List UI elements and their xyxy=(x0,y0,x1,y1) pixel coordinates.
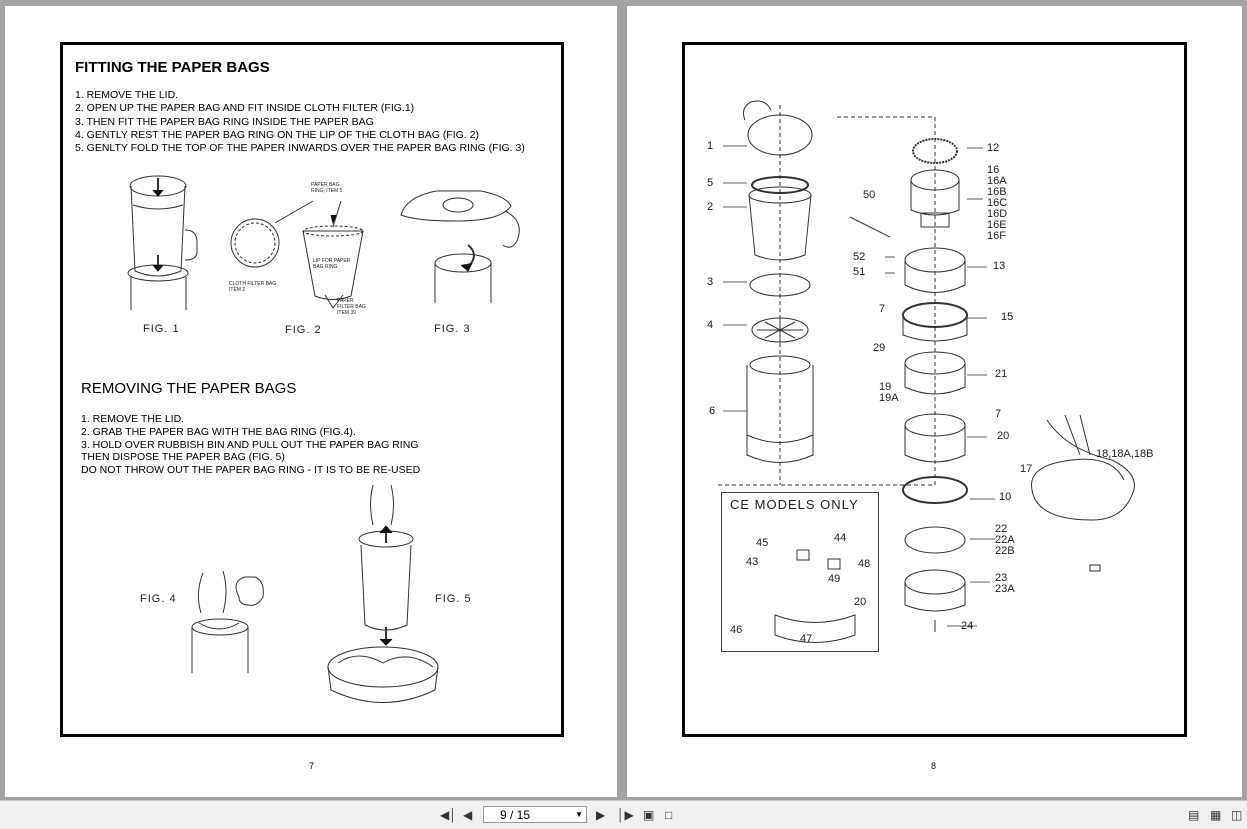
part-20: 20 xyxy=(997,430,1010,442)
fig5-label: FIG. 5 xyxy=(435,593,472,605)
viewer-toolbar: ◀│ ◀ 9 / 15 ▼ ▶ │▶ ▣ □ ▤ ▦ ◫ xyxy=(0,800,1247,829)
fig2-callout-cloth: CLOTH FILTER BAG ITEM 2 xyxy=(229,281,277,293)
fig1-drawing xyxy=(127,175,198,310)
part-18: 18,18A,18B xyxy=(1096,448,1154,460)
fig2-callout-lip: LIP FOR PAPER BAG RING xyxy=(313,258,351,270)
part-17: 17 xyxy=(1020,463,1033,475)
fitting-step: 3. THEN FIT THE PAPER BAG RING INSIDE TH… xyxy=(75,115,374,128)
chevron-down-icon[interactable]: ▼ xyxy=(575,810,583,819)
part-48: 48 xyxy=(858,558,871,570)
part-10: 10 xyxy=(999,491,1012,503)
removing-step: 3. HOLD OVER RUBBISH BIN AND PULL OUT TH… xyxy=(81,439,419,451)
two-page-view-icon[interactable]: ◫ xyxy=(1231,808,1243,822)
part-13: 13 xyxy=(993,260,1006,272)
part-5: 5 xyxy=(707,177,714,189)
part-1: 1 xyxy=(707,140,714,152)
page-7: FITTING THE PAPER BAGS 1. REMOVE THE LID… xyxy=(5,6,617,797)
part-7b: 7 xyxy=(995,408,1002,420)
fig2-drawing xyxy=(230,200,364,309)
page-number-8: 8 xyxy=(931,761,937,771)
part-49: 49 xyxy=(828,573,841,585)
part-44: 44 xyxy=(834,532,847,544)
part-3: 3 xyxy=(707,276,714,288)
fitting-step: 1. REMOVE THE LID. xyxy=(75,89,179,101)
fit-width-icon[interactable]: □ xyxy=(665,808,673,822)
part-22: 22 22A 22B xyxy=(995,523,1015,557)
fitting-steps: 1. REMOVE THE LID. 2. OPEN UP THE PAPER … xyxy=(75,89,525,155)
part-16: 16 16A 16B 16C 16D 16E 16F xyxy=(987,164,1008,242)
part-51: 51 xyxy=(853,266,866,278)
part-19: 19 19A xyxy=(879,381,899,404)
removing-step: 2. GRAB THE PAPER BAG WITH THE BAG RING … xyxy=(81,426,356,438)
part-4: 4 xyxy=(707,319,714,331)
fig1-label: FIG. 1 xyxy=(143,323,180,335)
removing-title: REMOVING THE PAPER BAGS xyxy=(81,380,297,397)
part-43: 43 xyxy=(746,556,759,568)
continuous-view-icon[interactable]: ▦ xyxy=(1210,808,1222,822)
next-page-icon[interactable]: ▶ xyxy=(596,808,606,822)
fig3-label: FIG. 3 xyxy=(434,323,471,335)
part-47: 47 xyxy=(800,633,813,645)
fig4-label: FIG. 4 xyxy=(140,593,177,605)
part-46: 46 xyxy=(730,624,743,636)
part-20b: 20 xyxy=(854,596,867,608)
page-selector[interactable]: 9 / 15 ▼ xyxy=(483,806,587,823)
single-page-view-icon[interactable]: ▤ xyxy=(1188,808,1200,822)
fig2-callout-paper: PAPER FILTER BAG ITEM 39 xyxy=(337,298,366,316)
part-50: 50 xyxy=(863,189,876,201)
first-page-icon[interactable]: ◀│ xyxy=(440,808,457,822)
ce-models-title: CE MODELS ONLY xyxy=(730,497,859,512)
part-24: 24 xyxy=(961,620,974,632)
removing-note-1: THEN DISPOSE THE PAPER BAG (FIG. 5) xyxy=(81,451,285,463)
fig3-drawing xyxy=(400,190,520,303)
document-viewer[interactable]: FITTING THE PAPER BAGS 1. REMOVE THE LID… xyxy=(0,0,1247,800)
part-12: 12 xyxy=(987,142,1000,154)
page-7-frame: FITTING THE PAPER BAGS 1. REMOVE THE LID… xyxy=(60,42,564,737)
fig2-callout-ring: PAPER BAG RING, ITEM 5 xyxy=(311,182,343,194)
last-page-icon[interactable]: │▶ xyxy=(617,808,634,822)
part-29: 29 xyxy=(873,342,886,354)
fig4-drawing xyxy=(191,570,264,673)
part-21: 21 xyxy=(995,368,1008,380)
part-52: 52 xyxy=(853,251,866,263)
part-45: 45 xyxy=(756,537,769,549)
part-2: 2 xyxy=(707,201,714,213)
page-number-7: 7 xyxy=(309,761,315,771)
fitting-step: 4. GENTLY REST THE PAPER BAG RING ON THE… xyxy=(75,128,479,141)
part-7a: 7 xyxy=(879,303,886,315)
removing-note-2: DO NOT THROW OUT THE PAPER BAG RING - IT… xyxy=(81,464,421,476)
part-23: 23 23A xyxy=(995,572,1015,595)
fitting-title: FITTING THE PAPER BAGS xyxy=(75,59,270,76)
page-indicator: 9 / 15 xyxy=(500,808,531,822)
removing-steps: 1. REMOVE THE LID. 2. GRAB THE PAPER BAG… xyxy=(81,413,418,452)
part-6: 6 xyxy=(709,405,716,417)
page-8-frame: 1 5 2 3 4 6 50 52 51 7 29 19 19A 12 16 1… xyxy=(682,42,1187,737)
fig5-drawing xyxy=(327,484,439,703)
part-15: 15 xyxy=(1001,311,1014,323)
exploded-parts-diagram xyxy=(715,100,1135,643)
page-8: 1 5 2 3 4 6 50 52 51 7 29 19 19A 12 16 1… xyxy=(627,6,1242,797)
ce-models-box: CE MODELS ONLY 44 45 43 48 49 20 46 47 xyxy=(721,492,879,652)
fitting-step: 2. OPEN UP THE PAPER BAG AND FIT INSIDE … xyxy=(75,102,415,115)
fitting-illustrations xyxy=(127,175,520,703)
fit-page-icon[interactable]: ▣ xyxy=(643,808,655,822)
fig2-label: FIG. 2 xyxy=(285,324,322,336)
removing-step: 1. REMOVE THE LID. xyxy=(81,413,185,425)
prev-page-icon[interactable]: ◀ xyxy=(463,808,473,822)
fitting-step: 5. GENLTY FOLD THE TOP OF THE PAPER INWA… xyxy=(75,142,525,155)
